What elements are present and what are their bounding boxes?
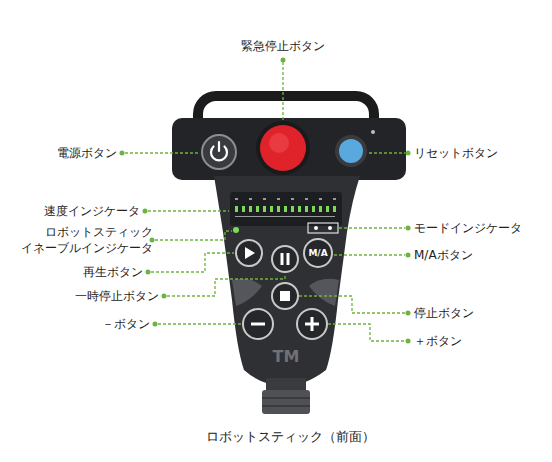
callout-label: －ボタン [102, 316, 150, 332]
callout-label: 速度インジケータ [44, 203, 140, 219]
callout-label: リセットボタン [414, 145, 498, 161]
logo-text: TM [273, 349, 300, 365]
callout-label: ロボットスティック イネーブルインジケータ [3, 224, 153, 256]
callout-label: 停止ボタン [414, 305, 474, 321]
caption: ロボットスティック（前面） [206, 428, 375, 446]
callout-label: ＋ボタン [414, 333, 462, 349]
button-label: M/A [308, 248, 327, 258]
mode-button: M/A [303, 238, 333, 268]
callout-label: 一時停止ボタン [75, 288, 159, 304]
callout-label: M/Aボタン [414, 247, 473, 263]
callout-label: モードインジケータ [414, 220, 522, 236]
callout-label: 緊急停止ボタン [241, 38, 325, 54]
callout-label: 電源ボタン [57, 145, 117, 161]
callout-label: 再生ボタン [83, 264, 143, 280]
